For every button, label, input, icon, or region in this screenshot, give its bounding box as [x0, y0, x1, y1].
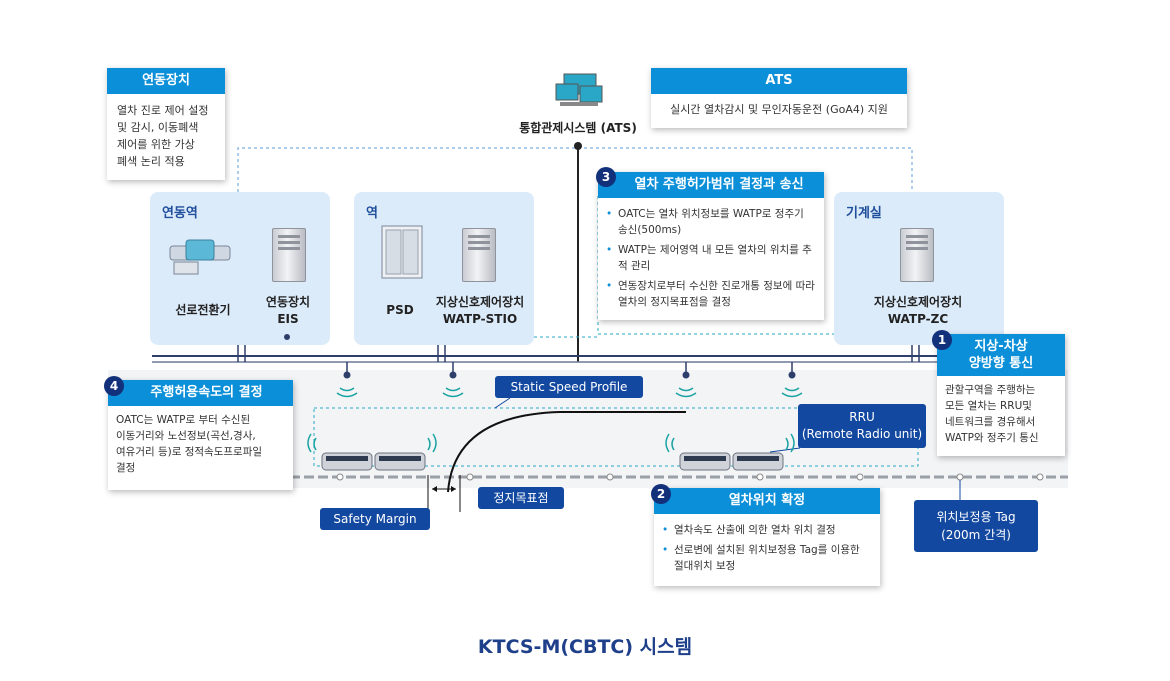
psd-door-icon — [381, 225, 423, 279]
box1-card: 지상-차상 양방향 통신 관할구역을 주행하는 모든 열차는 RRU및 네트워크… — [937, 334, 1065, 456]
rru-wave-icons — [336, 387, 803, 398]
zone-station-title: 역 — [366, 206, 378, 221]
position-tag-line2: (200m 간격) — [941, 528, 1011, 542]
box3-item: WATP는 제어영역 내 모든 열차의 위치를 추적 관리 — [606, 242, 816, 274]
train-right-icon — [679, 452, 784, 471]
box2-title: 열차위치 확정 — [654, 488, 880, 514]
eis-label-2: EIS — [277, 312, 299, 326]
static-speed-profile-tag: Static Speed Profile — [495, 376, 643, 398]
zone-machine-room-title: 기계실 — [846, 206, 882, 221]
ats-monitor-icon — [555, 73, 603, 106]
box3-title: 열차 주행허가범위 결정과 송신 — [598, 172, 824, 198]
position-tag-box: 위치보정용 Tag (200m 간격) — [914, 500, 1038, 552]
ats-info-body: 실시간 열차감시 및 무인자동운전 (GoA4) 지원 — [670, 103, 888, 116]
switch-machine-icon — [169, 239, 231, 275]
ats-dashed-link-left — [237, 147, 578, 192]
box1-title-line1: 지상-차상 — [974, 339, 1028, 354]
box3-card: 열차 주행허가범위 결정과 송신 OATC는 열차 위치정보를 WATP로 정주… — [598, 172, 824, 320]
watp-zc-server-icon — [900, 228, 934, 282]
box4-number-badge: 4 — [104, 376, 124, 396]
box1-body: 관할구역을 주행하는 모든 열차는 RRU및 네트워크를 경유해서 WATP와 … — [945, 384, 1039, 444]
watp-zc-label-2: WATP-ZC — [887, 312, 949, 326]
switch-machine-label: 선로전환기 — [175, 303, 231, 317]
box2-card: 열차위치 확정 열차속도 산출에 의한 열차 위치 결정 선로변에 설치된 위치… — [654, 488, 880, 586]
watp-zc-label-1: 지상신호제어장치 — [873, 295, 963, 309]
speed-profile-curve — [447, 411, 686, 493]
box3-item: 연동장치로부터 수신한 진로개통 정보에 따라 열차의 정지목표점을 결정 — [606, 278, 816, 310]
box1-number-badge: 1 — [932, 330, 952, 350]
ats-info-title: ATS — [651, 68, 907, 94]
rru-tag-line1: RRU — [849, 410, 875, 424]
interlock-info-card: 연동장치 열차 진로 제어 설정 및 감시, 이동폐색 제어를 위한 가상 폐색… — [107, 68, 225, 180]
train-left-icon — [321, 452, 426, 471]
box1-title: 지상-차상 양방향 통신 — [937, 334, 1065, 376]
watp-stio-label-1: 지상신호제어장치 — [435, 295, 525, 309]
box4-body: OATC는 WATP로 부터 수신된 이동거리와 노선정보(곡선,경사, 여유거… — [116, 414, 263, 474]
ats-node — [574, 142, 582, 150]
diagram-caption: KTCS-M(CBTC) 시스템 — [477, 636, 693, 658]
watp-stio-server-icon — [462, 228, 496, 282]
box4-card: 주행허용속도의 결정 OATC는 WATP로 부터 수신된 이동거리와 노선정보… — [108, 380, 293, 490]
box2-body: 열차속도 산출에 의한 열차 위치 결정 선로변에 설치된 위치보정용 Tag를… — [654, 514, 880, 586]
position-tag-line1: 위치보정용 Tag — [936, 510, 1016, 524]
stop-target-tag: 정지목표점 — [478, 487, 564, 509]
box4-title: 주행허용속도의 결정 — [108, 380, 293, 406]
box3-body: OATC는 열차 위치정보를 WATP로 정주기 송신(500ms) WATP는… — [598, 198, 824, 322]
box3-number-badge: 3 — [596, 167, 616, 187]
ats-info-card: ATS 실시간 열차감시 및 무인자동운전 (GoA4) 지원 — [651, 68, 907, 128]
rru-tag-line2: (Remote Radio unit) — [801, 427, 923, 441]
eis-server-icon — [272, 228, 306, 282]
box1-title-line2: 양방향 통신 — [968, 356, 1034, 371]
zone-interlock-station-title: 연동역 — [162, 206, 198, 221]
ats-center-label: 통합관제시스템 (ATS) — [519, 121, 637, 135]
watp-stio-label-2: WATP-STIO — [442, 312, 518, 326]
rru-tag: RRU (Remote Radio unit) — [798, 404, 926, 448]
interlock-info-title: 연동장치 — [107, 68, 225, 94]
box2-number-badge: 2 — [651, 484, 671, 504]
interlock-info-body: 열차 진로 제어 설정 및 감시, 이동폐색 제어를 위한 가상 폐색 논리 적… — [117, 104, 209, 168]
safety-margin-tag: Safety Margin — [320, 508, 430, 530]
box3-item: OATC는 열차 위치정보를 WATP로 정주기 송신(500ms) — [606, 206, 816, 238]
box2-item: 열차속도 산출에 의한 열차 위치 결정 — [662, 522, 872, 538]
psd-label: PSD — [386, 303, 414, 317]
box2-item: 선로변에 설치된 위치보정용 Tag를 이용한 절대위치 보정 — [662, 542, 872, 574]
eis-label-1: 연동장치 — [265, 295, 311, 309]
eis-port — [284, 334, 290, 340]
